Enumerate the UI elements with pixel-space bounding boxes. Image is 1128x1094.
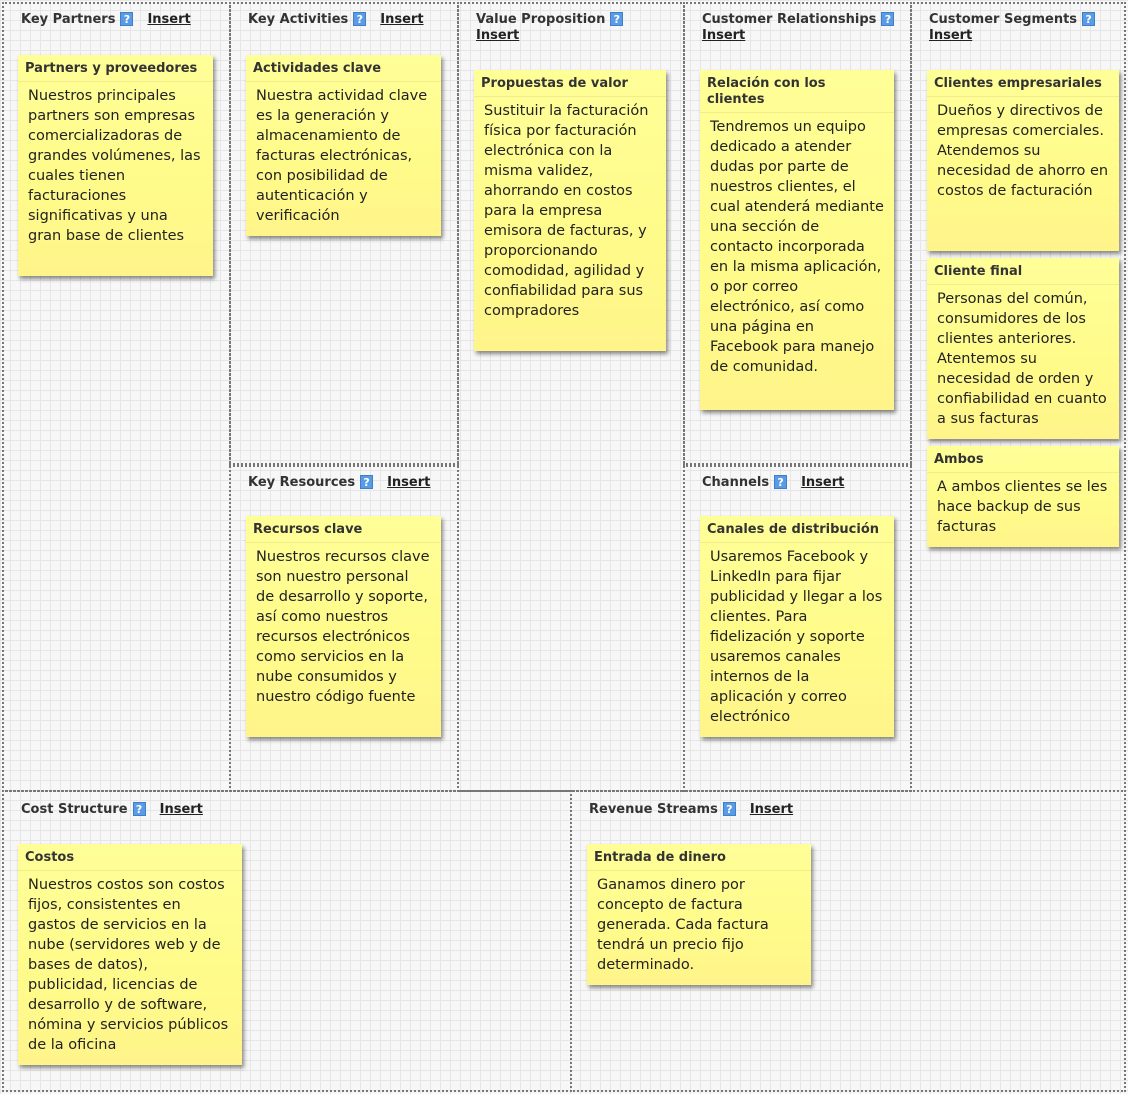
section-header: Channels? Insert xyxy=(702,475,844,490)
note-body: Dueños y directivos de empresas comercia… xyxy=(937,103,1109,199)
note-body: Ganamos dinero por concepto de factura g… xyxy=(597,877,769,973)
section-title: Customer Segments xyxy=(929,12,1078,27)
insert-button[interactable]: Insert xyxy=(801,475,845,490)
note-body: Sustituir la facturación física por fact… xyxy=(484,103,649,319)
sticky-note-value[interactable]: Propuestas de valor Sustituir la factura… xyxy=(474,70,666,351)
section-header: Customer Relationships? Insert xyxy=(702,12,895,43)
note-title: Costos xyxy=(18,844,242,871)
sticky-note-revenue[interactable]: Entrada de dinero Ganamos dinero por con… xyxy=(587,844,811,985)
note-body: Nuestra actividad clave es la generación… xyxy=(256,88,428,224)
note-body: Nuestros principales partners son empres… xyxy=(28,88,201,244)
note-body: Usaremos Facebook y LinkedIn para fijar … xyxy=(710,549,883,725)
sticky-note-partners[interactable]: Partners y proveedores Nuestros principa… xyxy=(18,55,213,276)
note-title: Relación con los clientes xyxy=(700,70,894,113)
section-title: Value Proposition xyxy=(476,12,606,27)
section-header: Key Partners? Insert xyxy=(21,12,191,27)
note-title: Recursos clave xyxy=(246,516,441,543)
note-title: Canales de distribución xyxy=(700,516,894,543)
help-icon[interactable]: ? xyxy=(360,475,374,489)
section-title: Key Activities xyxy=(248,12,349,27)
help-icon[interactable]: ? xyxy=(722,802,736,816)
section-customer-segments: Customer Segments? Insert xyxy=(910,2,1126,792)
note-body: Nuestros costos son costos fijos, consis… xyxy=(28,877,229,1053)
note-title: Actividades clave xyxy=(246,55,441,82)
help-icon[interactable]: ? xyxy=(120,12,134,26)
note-body: Tendremos un equipo dedicado a atender d… xyxy=(710,119,884,375)
section-header: Key Resources? Insert xyxy=(248,475,430,490)
note-title: Partners y proveedores xyxy=(18,55,213,82)
insert-button[interactable]: Insert xyxy=(749,802,794,817)
note-title: Entrada de dinero xyxy=(587,844,811,871)
sticky-note-activities[interactable]: Actividades clave Nuestra actividad clav… xyxy=(246,55,441,236)
help-icon[interactable]: ? xyxy=(774,475,788,489)
sticky-note-costs[interactable]: Costos Nuestros costos son costos fijos,… xyxy=(18,844,242,1065)
section-revenue-streams: Revenue Streams? Insert xyxy=(570,790,1126,1092)
section-title: Key Partners xyxy=(21,12,116,27)
sticky-note-segment-both[interactable]: Ambos A ambos clientes se les hace backu… xyxy=(927,446,1119,547)
section-header: Revenue Streams? Insert xyxy=(589,802,793,817)
section-header: Key Activities? Insert xyxy=(248,12,424,27)
help-icon[interactable]: ? xyxy=(881,12,895,26)
insert-button[interactable]: Insert xyxy=(147,12,191,27)
section-header: Value Proposition? Insert xyxy=(476,12,624,43)
section-header: Cost Structure? Insert xyxy=(21,802,203,817)
help-icon[interactable]: ? xyxy=(353,12,367,26)
sticky-note-channels[interactable]: Canales de distribución Usaremos Faceboo… xyxy=(700,516,894,737)
sticky-note-segment-business[interactable]: Clientes empresariales Dueños y directiv… xyxy=(927,70,1119,251)
note-body: Nuestros recursos clave son nuestro pers… xyxy=(256,549,430,705)
note-title: Cliente final xyxy=(927,258,1119,285)
insert-button[interactable]: Insert xyxy=(476,28,520,43)
help-icon[interactable]: ? xyxy=(610,12,624,26)
insert-button[interactable]: Insert xyxy=(380,12,424,27)
note-title: Clientes empresariales xyxy=(927,70,1119,97)
sticky-note-resources[interactable]: Recursos clave Nuestros recursos clave s… xyxy=(246,516,441,737)
help-icon[interactable]: ? xyxy=(132,802,146,816)
help-icon[interactable]: ? xyxy=(1082,12,1096,26)
note-title: Ambos xyxy=(927,446,1119,473)
insert-button[interactable]: Insert xyxy=(702,28,746,43)
section-title: Channels xyxy=(702,475,770,490)
section-title: Cost Structure xyxy=(21,802,128,817)
section-title: Revenue Streams xyxy=(589,802,718,817)
sticky-note-segment-final[interactable]: Cliente final Personas del común, consum… xyxy=(927,258,1119,439)
section-title: Key Resources xyxy=(248,475,356,490)
sticky-note-relationship[interactable]: Relación con los clientes Tendremos un e… xyxy=(700,70,894,410)
note-body: Personas del común, consumidores de los … xyxy=(937,291,1107,427)
insert-button[interactable]: Insert xyxy=(159,802,203,817)
section-header: Customer Segments? Insert xyxy=(929,12,1096,43)
note-body: A ambos clientes se les hace backup de s… xyxy=(937,479,1108,535)
insert-button[interactable]: Insert xyxy=(387,475,431,490)
note-title: Propuestas de valor xyxy=(474,70,666,97)
insert-button[interactable]: Insert xyxy=(929,28,973,43)
section-title: Customer Relationships xyxy=(702,12,877,27)
